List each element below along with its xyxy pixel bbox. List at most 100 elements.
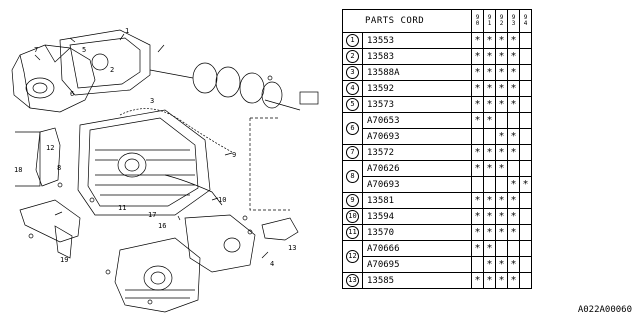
year-mark-cell: * — [471, 192, 484, 209]
year-mark-cell: * — [483, 224, 496, 241]
part-code-cell: 13592 — [362, 80, 472, 97]
year-mark-cell — [519, 224, 532, 241]
year-mark-cell: * — [483, 208, 496, 225]
year-mark-cell: * — [495, 144, 508, 161]
year-mark-cell — [519, 208, 532, 225]
ref-number-circle: 2 — [346, 50, 359, 63]
callout-17: 17 — [148, 211, 156, 219]
year-mark-cell — [471, 176, 484, 193]
year-mark-cell — [519, 128, 532, 145]
year-mark-cell — [519, 256, 532, 273]
ref-number-cell: 5 — [342, 96, 363, 113]
ref-number-cell: 11 — [342, 224, 363, 241]
year-mark-cell: * — [471, 224, 484, 241]
part-code-cell: A70653 — [362, 112, 472, 129]
part-code-cell: 13585 — [362, 272, 472, 289]
year-mark-cell: * — [495, 96, 508, 113]
part-code-cell: 13570 — [362, 224, 472, 241]
callout-2: 2 — [110, 66, 114, 74]
year-mark-cell: * — [471, 208, 484, 225]
year-mark-cell: * — [507, 32, 520, 49]
ref-number-circle: 12 — [346, 250, 359, 263]
year-mark-cell: * — [483, 272, 496, 289]
ref-number-cell: 1 — [342, 32, 363, 49]
ref-number-cell: 10 — [342, 208, 363, 225]
callout-10: 10 — [218, 196, 226, 204]
year-mark-cell: * — [507, 272, 520, 289]
part-code-cell: A70666 — [362, 240, 472, 257]
year-mark-cell: * — [483, 80, 496, 97]
year-mark-cell: * — [507, 48, 520, 65]
year-mark-cell: * — [483, 160, 496, 177]
year-mark-cell: * — [471, 64, 484, 81]
year-mark-cell — [471, 256, 484, 273]
year-mark-cell: * — [471, 240, 484, 257]
year-mark-cell: * — [507, 224, 520, 241]
year-mark-cell — [519, 112, 532, 129]
part-code-cell: A70695 — [362, 256, 472, 273]
year-mark-cell: * — [471, 32, 484, 49]
year-mark-cell — [483, 176, 496, 193]
ref-number-circle: 4 — [346, 82, 359, 95]
year-mark-cell — [495, 240, 508, 257]
year-mark-cell: * — [507, 208, 520, 225]
ref-number-circle: 5 — [346, 98, 359, 111]
year-mark-cell: * — [495, 272, 508, 289]
year-mark-cell: * — [471, 272, 484, 289]
ref-number-cell: 7 — [342, 144, 363, 161]
ref-number-circle: 6 — [346, 122, 359, 135]
part-code-cell: A70693 — [362, 176, 472, 193]
year-mark-cell: * — [483, 96, 496, 113]
callout-1: 1 — [125, 27, 129, 35]
year-mark-cell — [519, 144, 532, 161]
callout-16: 16 — [158, 222, 166, 230]
ref-number-cell: 3 — [342, 64, 363, 81]
year-mark-cell: * — [519, 176, 532, 193]
year-mark-cell: * — [495, 160, 508, 177]
part-code-cell: 13581 — [362, 192, 472, 209]
year-mark-cell: * — [495, 208, 508, 225]
callout-6: 6 — [70, 90, 74, 98]
year-mark-cell — [519, 64, 532, 81]
table-row: A70693** — [343, 176, 532, 193]
callout-5: 5 — [82, 46, 86, 54]
callout-18: 18 — [14, 166, 22, 174]
year-mark-cell — [507, 112, 520, 129]
ref-number-cell: 2 — [342, 48, 363, 65]
year-mark-cell: * — [483, 144, 496, 161]
year-mark-cell — [471, 128, 484, 145]
ref-number-cell: 6 — [342, 112, 363, 145]
ref-number-circle: 7 — [346, 146, 359, 159]
year-mark-cell: * — [483, 256, 496, 273]
callout-4: 4 — [270, 260, 274, 268]
ref-number-circle: 10 — [346, 210, 359, 223]
year-mark-cell: * — [471, 144, 484, 161]
exploded-parts-diagram: 1 2 3 4 5 6 7 8 9 10 11 12 13 16 17 18 1… — [11, 27, 319, 313]
ref-number-circle: 11 — [346, 226, 359, 239]
part-code-cell: A70693 — [362, 128, 472, 145]
year-mark-cell — [483, 128, 496, 145]
year-mark-cell — [519, 240, 532, 257]
year-mark-cell: * — [483, 192, 496, 209]
year-mark-cell — [495, 176, 508, 193]
year-mark-cell: * — [495, 224, 508, 241]
ref-number-circle: 3 — [346, 66, 359, 79]
callout-8: 8 — [57, 164, 61, 172]
year-mark-cell: * — [495, 64, 508, 81]
part-code-cell: 13572 — [362, 144, 472, 161]
